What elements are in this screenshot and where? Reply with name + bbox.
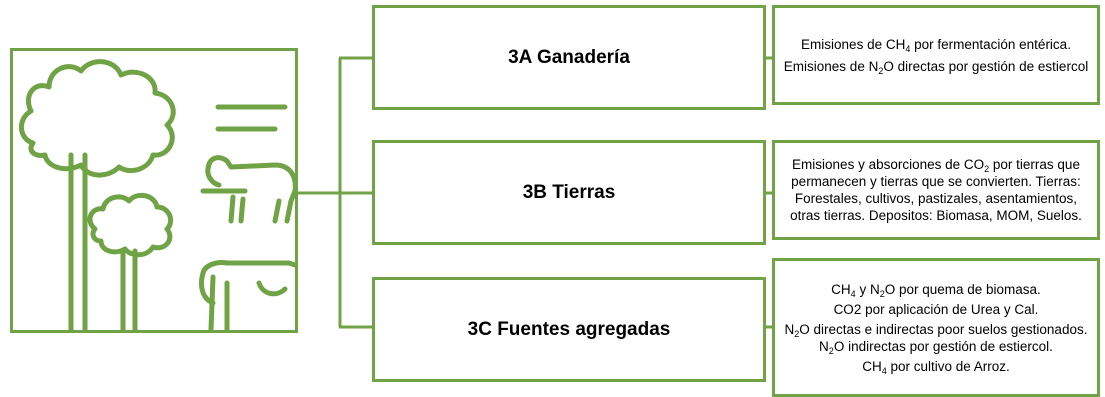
- description-line: CO2 por aplicación de Urea y Cal.: [833, 301, 1039, 317]
- description-box-tierras: Emisiones y absorciones de CO2 por tierr…: [772, 140, 1100, 240]
- description-line: Emisiones y absorciones de CO2 por tierr…: [790, 157, 1082, 223]
- category-label: 3B Tierras: [522, 181, 616, 203]
- forest-livestock-icon: [19, 59, 295, 330]
- description-box-fuentes-agregadas: CH4 y N2O por quema de biomasa. CO2 por …: [772, 258, 1100, 397]
- description-line: Emisiones de CH4 por fermentación entéri…: [801, 36, 1071, 54]
- description-line: Emisiones de N2O directas por gestión de…: [783, 58, 1089, 76]
- description-line: N2O directas e indirectas poor suelos ge…: [784, 321, 1088, 356]
- forest-livestock-icon-frame: [10, 48, 298, 333]
- category-box-tierras: 3B Tierras: [372, 140, 766, 245]
- category-label: 3C Fuentes agregadas: [467, 318, 671, 340]
- category-label: 3A Ganadería: [508, 46, 630, 68]
- description-line: CH4 por cultivo de Arroz.: [862, 358, 1010, 376]
- description-box-ganaderia: Emisiones de CH4 por fermentación entéri…: [772, 5, 1100, 105]
- category-box-ganaderia: 3A Ganadería: [372, 5, 766, 110]
- description-line: CH4 y N2O por quema de biomasa.: [831, 281, 1041, 299]
- category-box-fuentes-agregadas: 3C Fuentes agregadas: [372, 277, 766, 382]
